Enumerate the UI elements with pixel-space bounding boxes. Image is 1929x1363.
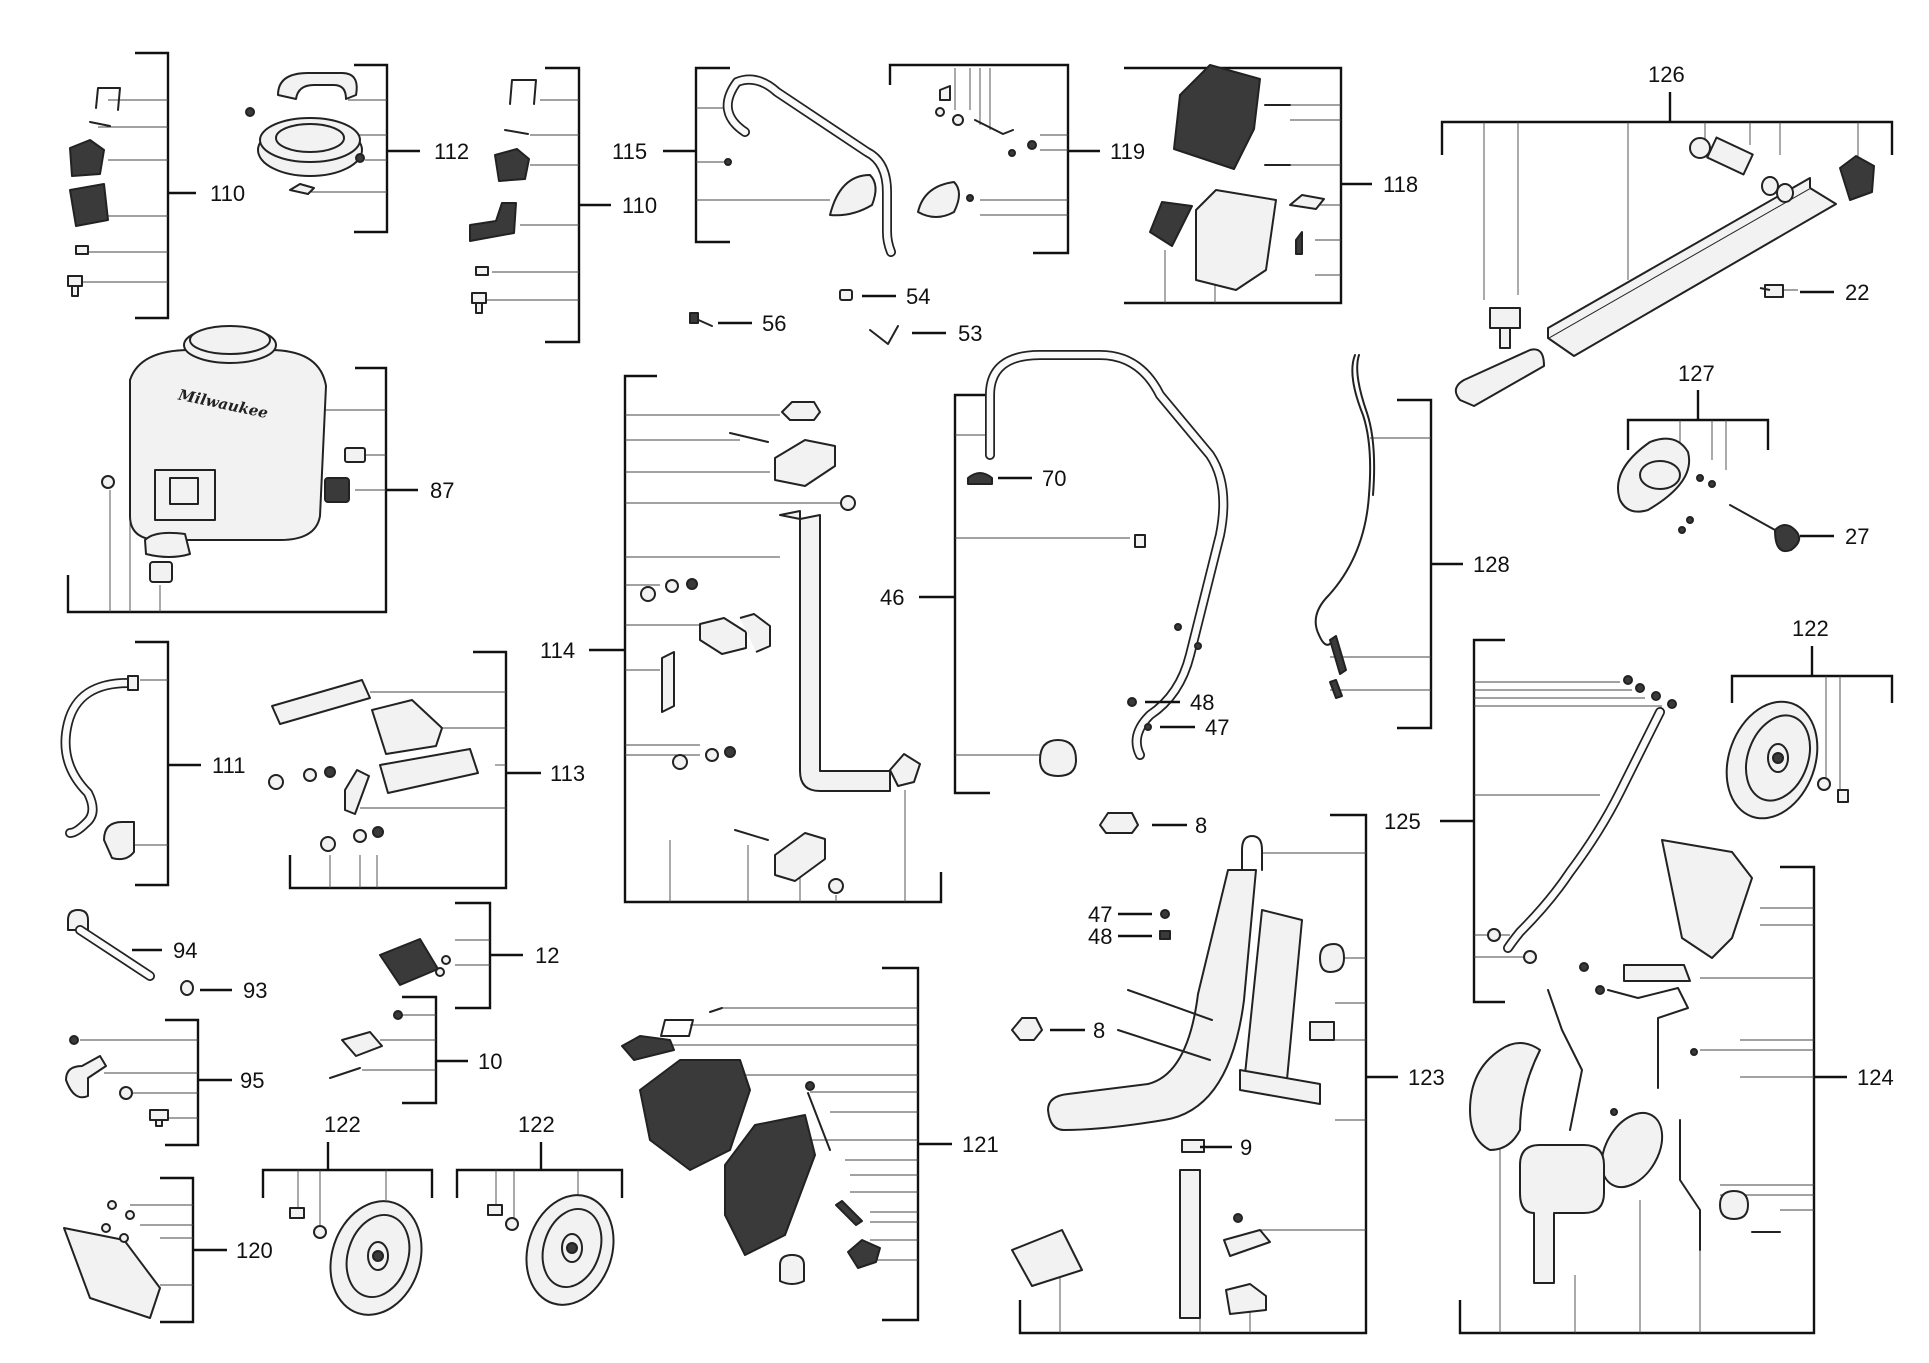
callout-87: 87 [430,478,454,503]
callout-119: 119 [1110,139,1145,164]
small-parts-94-93 [67,909,232,996]
callout-8-lower: 8 [1093,1018,1105,1043]
callout-56: 56 [762,311,786,336]
callout-22: 22 [1845,280,1869,305]
group-122-lower-a [261,1142,434,1316]
callout-47-lower: 47 [1088,902,1112,927]
callout-113: 113 [550,761,585,786]
callout-122-lower-a: 122 [324,1112,361,1137]
group-113 [268,650,541,890]
group-127 [1617,390,1801,552]
callout-112: 112 [434,139,469,164]
callout-93: 93 [243,978,267,1003]
callout-27: 27 [1845,524,1869,549]
callout-127: 127 [1678,361,1715,386]
callout-53: 53 [958,321,982,346]
group-110-left [67,51,196,320]
group-122-upper [1725,646,1894,820]
callout-12: 12 [535,943,559,968]
callout-94: 94 [173,938,197,963]
callout-125: 125 [1384,809,1421,834]
callout-46: 46 [880,585,904,610]
group-122-lower-b [455,1142,624,1306]
callout-54: 54 [906,284,930,309]
group-123 [1011,813,1398,1335]
callout-128: 128 [1473,552,1510,577]
callout-47-upper: 47 [1205,715,1229,740]
group-126 [1440,92,1894,407]
group-118 [1124,64,1372,305]
callout-48-lower: 48 [1088,924,1112,949]
group-121 [621,966,952,1322]
callout-10: 10 [478,1049,502,1074]
callout-111: 111 [212,753,245,778]
callout-114: 114 [540,638,575,663]
small-parts-56-54-53 [689,289,946,345]
callout-115: 115 [612,139,647,164]
group-124 [1458,839,1847,1335]
callout-95: 95 [240,1068,264,1093]
group-125 [1440,638,1677,1004]
callout-48-upper: 48 [1190,690,1214,715]
group-120 [63,1176,227,1324]
small-parts-8-47-48 [1011,812,1187,1041]
group-95 [65,1018,232,1147]
callout-122-lower-b: 122 [518,1112,555,1137]
callout-110-second: 110 [622,193,657,218]
callout-126: 126 [1648,62,1685,87]
callout-120: 120 [236,1238,273,1263]
group-46 [919,350,1229,795]
callout-122-upper: 122 [1792,616,1829,641]
callout-8-upper: 8 [1195,813,1207,838]
callout-9: 9 [1240,1135,1252,1160]
group-110-second [469,66,611,344]
callout-124: 124 [1857,1065,1894,1090]
group-119 [888,63,1100,255]
callout-118: 118 [1383,172,1418,197]
callout-121: 121 [962,1132,999,1157]
callout-70: 70 [1042,466,1066,491]
group-114 [589,374,943,904]
callout-123: 123 [1408,1065,1445,1090]
group-128 [1314,354,1463,730]
group-115 [663,66,896,257]
group-87-tank: Milwaukee [66,325,418,614]
callout-110-left: 110 [210,181,245,206]
group-112 [245,63,420,234]
group-10 [329,995,468,1105]
group-111 [60,640,201,887]
group-12 [379,901,523,1010]
